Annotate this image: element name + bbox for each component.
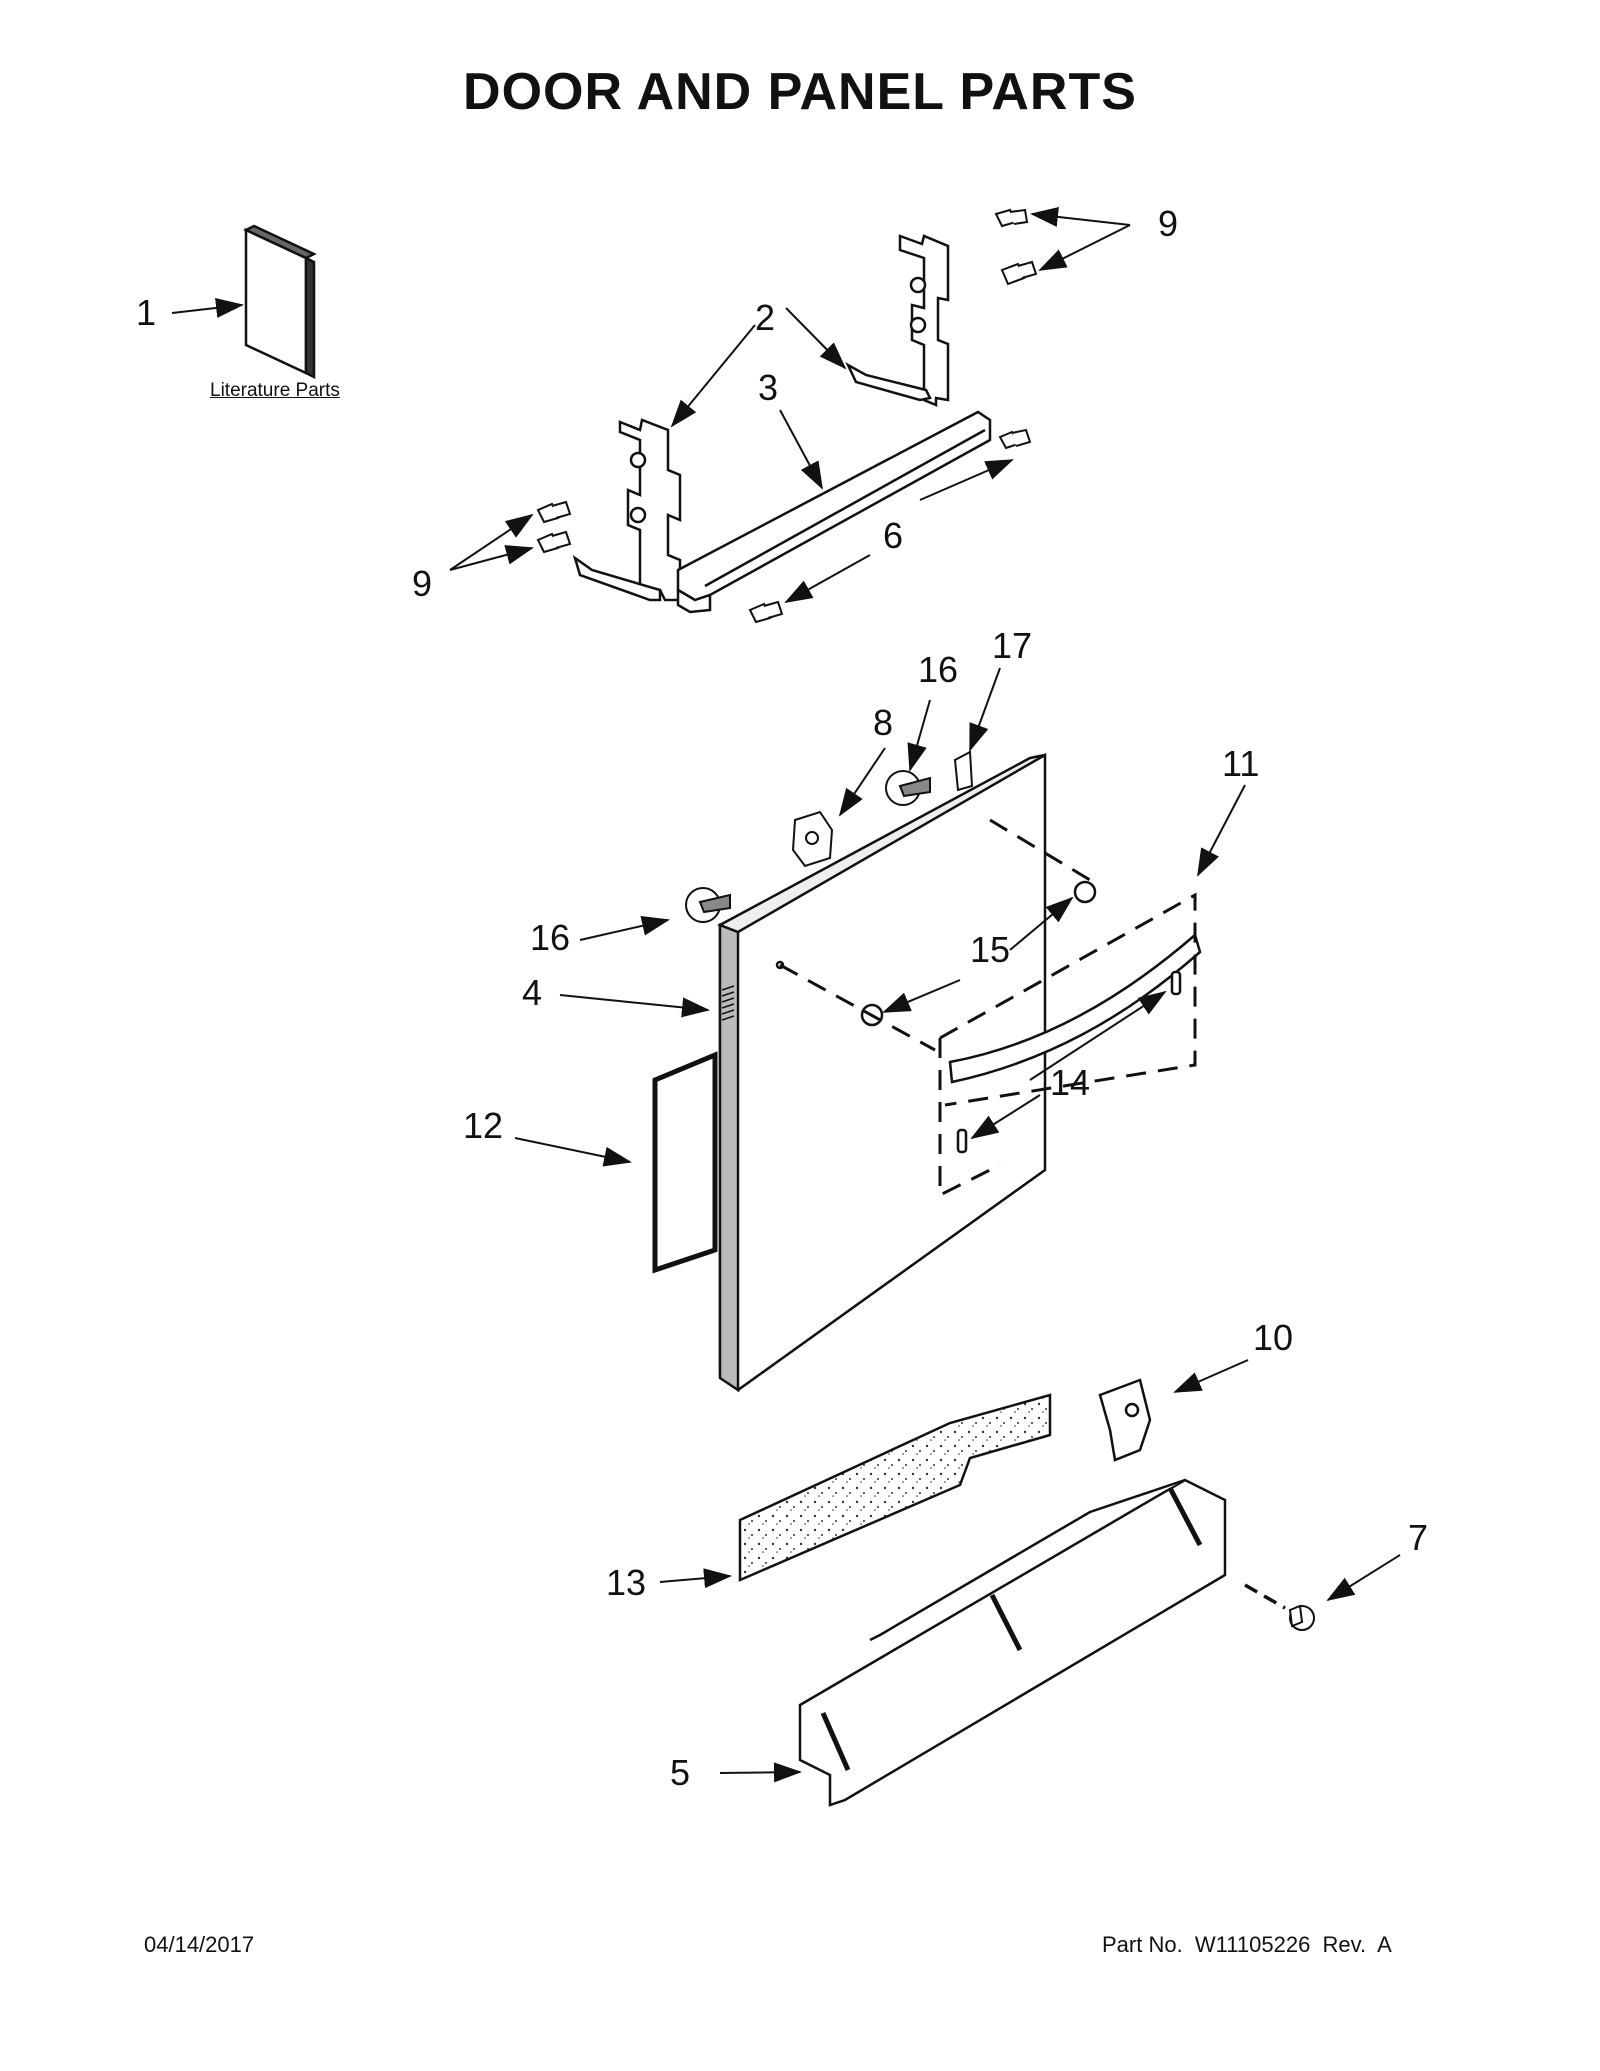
mounting-bracket-left-part	[572, 418, 682, 602]
footer-date: 04/14/2017	[144, 1932, 255, 1957]
callout-8: 8	[873, 702, 894, 743]
footer-part-number: Part No. W11105226 Rev. A	[1102, 1932, 1392, 1957]
insulation-foam-part	[738, 1393, 1052, 1582]
callout-leader-10	[1173, 1359, 1249, 1393]
callout-leader-14a	[1029, 990, 1167, 1081]
callout-leader-6b	[784, 554, 871, 603]
callout-leader-8	[838, 747, 886, 817]
screw-part	[536, 208, 1038, 624]
callout-4: 4	[522, 972, 543, 1013]
callout-leader-5	[719, 1762, 802, 1783]
callout-5: 5	[670, 1752, 691, 1793]
callout-leader-2a	[670, 324, 756, 428]
alignment-dashed-lines	[779, 818, 1091, 1052]
callout-12: 12	[463, 1105, 504, 1146]
toe-screw-part	[1244, 1583, 1315, 1631]
callout-leader-6a	[919, 459, 1014, 501]
callout-2: 2	[755, 297, 776, 338]
callout-leader-9d	[449, 545, 534, 571]
callout-17: 17	[992, 625, 1033, 666]
callout-leader-2b	[785, 307, 847, 370]
gasket-part	[652, 1051, 718, 1274]
callout-leader-13	[659, 1568, 732, 1589]
callout-11: 11	[1222, 743, 1260, 784]
literature-parts-label: Literature Parts	[210, 380, 340, 401]
mounting-bracket-right-part	[845, 234, 950, 407]
page-title: DOOR AND PANEL PARTS	[463, 63, 1137, 121]
callout-leader-16b	[907, 699, 931, 772]
toe-panel-part	[798, 1478, 1227, 1807]
callout-14: 14	[1050, 1062, 1091, 1103]
clip-part	[1098, 1378, 1152, 1462]
callout-leader-15b	[1009, 896, 1074, 951]
callout-leader-1	[171, 298, 244, 318]
callout-7: 7	[1408, 1517, 1429, 1558]
callout-16-left: 16	[530, 917, 571, 958]
callout-15: 15	[970, 929, 1011, 970]
handle-part	[860, 880, 1202, 1154]
callout-leader-14b	[970, 1094, 1041, 1140]
callout-leader-3	[779, 409, 823, 490]
door-panel-part	[717, 752, 1047, 1393]
callout-leader-4	[559, 994, 710, 1018]
callout-leader-11	[1197, 784, 1246, 877]
callout-16-top: 16	[918, 649, 959, 690]
callout-1: 1	[136, 292, 157, 333]
callout-9-left: 9	[412, 563, 433, 604]
literature-booklet-part	[243, 224, 317, 380]
callout-leader-15a	[882, 979, 961, 1013]
channel-rail-part	[676, 410, 992, 614]
callout-leader-7	[1326, 1554, 1401, 1602]
callout-leader-9b	[1038, 224, 1131, 271]
callout-6: 6	[883, 515, 904, 556]
callout-leader-12	[514, 1137, 632, 1167]
vent-knob-part	[685, 750, 974, 923]
callout-leader-17	[969, 667, 1001, 752]
callout-leader-9a	[1030, 206, 1131, 227]
callout-10: 10	[1253, 1317, 1294, 1358]
callout-3: 3	[758, 367, 779, 408]
callout-leader-16a	[579, 916, 670, 941]
callout-leader-9c	[449, 513, 534, 571]
callout-9-top: 9	[1158, 203, 1179, 244]
callout-13: 13	[606, 1562, 647, 1603]
assembly-dashed-outline	[938, 892, 1197, 1198]
